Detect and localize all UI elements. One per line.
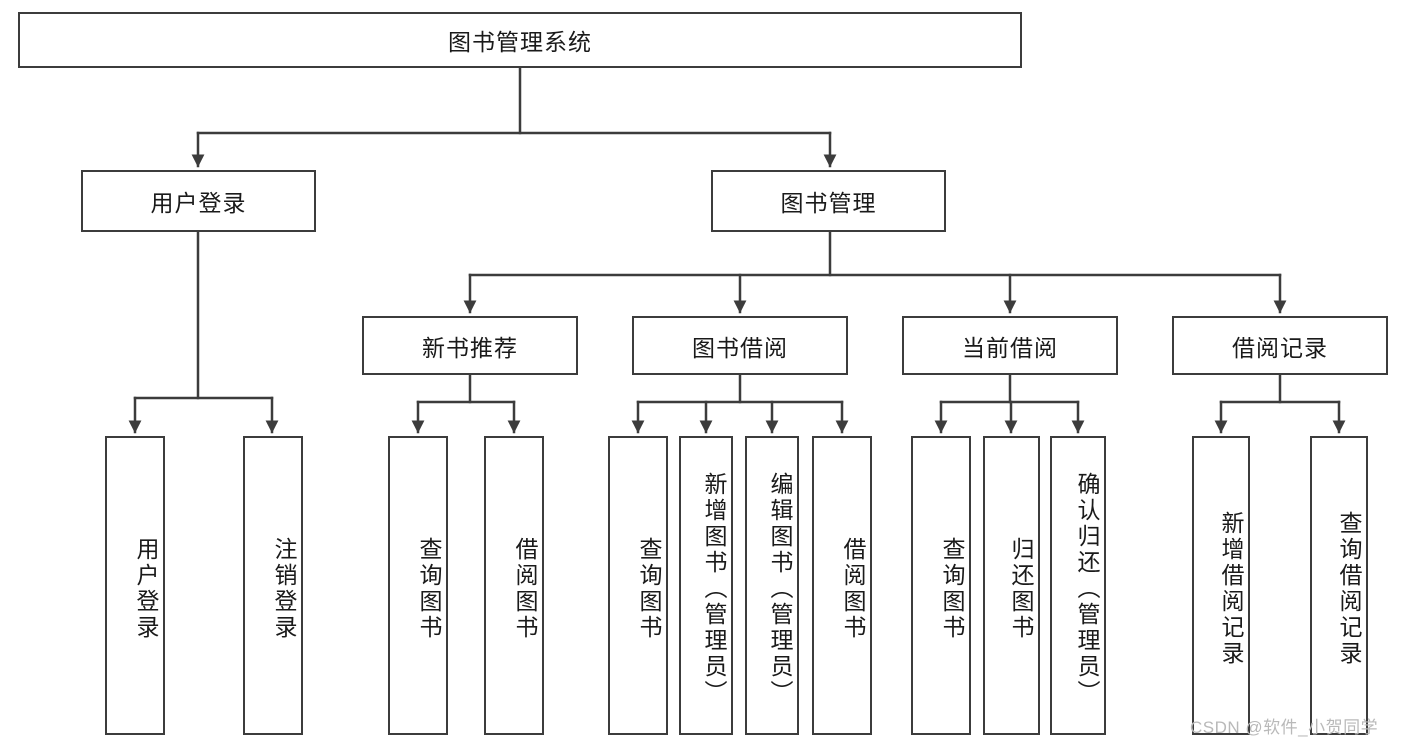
leaf-add-record-label: 新增借阅记录 xyxy=(1218,510,1244,667)
leaf-query-record[interactable]: 查询借阅记录 xyxy=(1310,436,1368,735)
leaf-query-book-2[interactable]: 查询图书 xyxy=(608,436,668,735)
node-borrow-record[interactable]: 借阅记录 xyxy=(1172,316,1388,375)
leaf-borrow-book-2-label: 借阅图书 xyxy=(840,536,866,641)
leaf-user-login-label: 用户登录 xyxy=(133,536,159,641)
node-borrow-record-label: 借阅记录 xyxy=(1232,334,1328,361)
leaf-user-logout[interactable]: 注销登录 xyxy=(243,436,303,735)
leaf-add-record[interactable]: 新增借阅记录 xyxy=(1192,436,1250,735)
leaf-borrow-book-1[interactable]: 借阅图书 xyxy=(484,436,544,735)
node-root[interactable]: 图书管理系统 xyxy=(18,12,1022,68)
leaf-user-logout-label: 注销登录 xyxy=(271,536,297,641)
node-new-book-rec-label: 新书推荐 xyxy=(422,334,518,361)
node-root-label: 图书管理系统 xyxy=(448,29,592,55)
leaf-add-book-label: 新增图书（管理员） xyxy=(701,471,727,706)
leaf-query-book-1-label: 查询图书 xyxy=(416,536,442,641)
leaf-add-book[interactable]: 新增图书（管理员） xyxy=(679,436,733,735)
leaf-borrow-book-1-label: 借阅图书 xyxy=(512,536,538,641)
node-current-borrow[interactable]: 当前借阅 xyxy=(902,316,1118,375)
node-book-manage[interactable]: 图书管理 xyxy=(711,170,946,232)
node-book-manage-label: 图书管理 xyxy=(780,190,877,216)
leaf-confirm-return[interactable]: 确认归还（管理员） xyxy=(1050,436,1106,735)
leaf-query-book-3-label: 查询图书 xyxy=(939,536,965,641)
leaf-edit-book[interactable]: 编辑图书（管理员） xyxy=(745,436,799,735)
leaf-user-login[interactable]: 用户登录 xyxy=(105,436,165,735)
leaf-edit-book-label: 编辑图书（管理员） xyxy=(767,471,793,706)
node-user-login[interactable]: 用户登录 xyxy=(81,170,316,232)
leaf-query-book-1[interactable]: 查询图书 xyxy=(388,436,448,735)
leaf-return-book-label: 归还图书 xyxy=(1008,536,1034,641)
leaf-query-book-3[interactable]: 查询图书 xyxy=(911,436,971,735)
node-current-borrow-label: 当前借阅 xyxy=(962,334,1058,361)
csdn-watermark: CSDN @软件_小贺同学 xyxy=(1190,718,1379,737)
leaf-confirm-return-label: 确认归还（管理员） xyxy=(1074,471,1100,706)
node-book-borrow[interactable]: 图书借阅 xyxy=(632,316,848,375)
node-book-borrow-label: 图书借阅 xyxy=(692,334,788,361)
leaf-borrow-book-2[interactable]: 借阅图书 xyxy=(812,436,872,735)
leaf-query-record-label: 查询借阅记录 xyxy=(1336,510,1362,667)
node-new-book-rec[interactable]: 新书推荐 xyxy=(362,316,578,375)
node-user-login-label: 用户登录 xyxy=(150,190,247,216)
leaf-return-book[interactable]: 归还图书 xyxy=(983,436,1040,735)
leaf-query-book-2-label: 查询图书 xyxy=(636,536,662,641)
